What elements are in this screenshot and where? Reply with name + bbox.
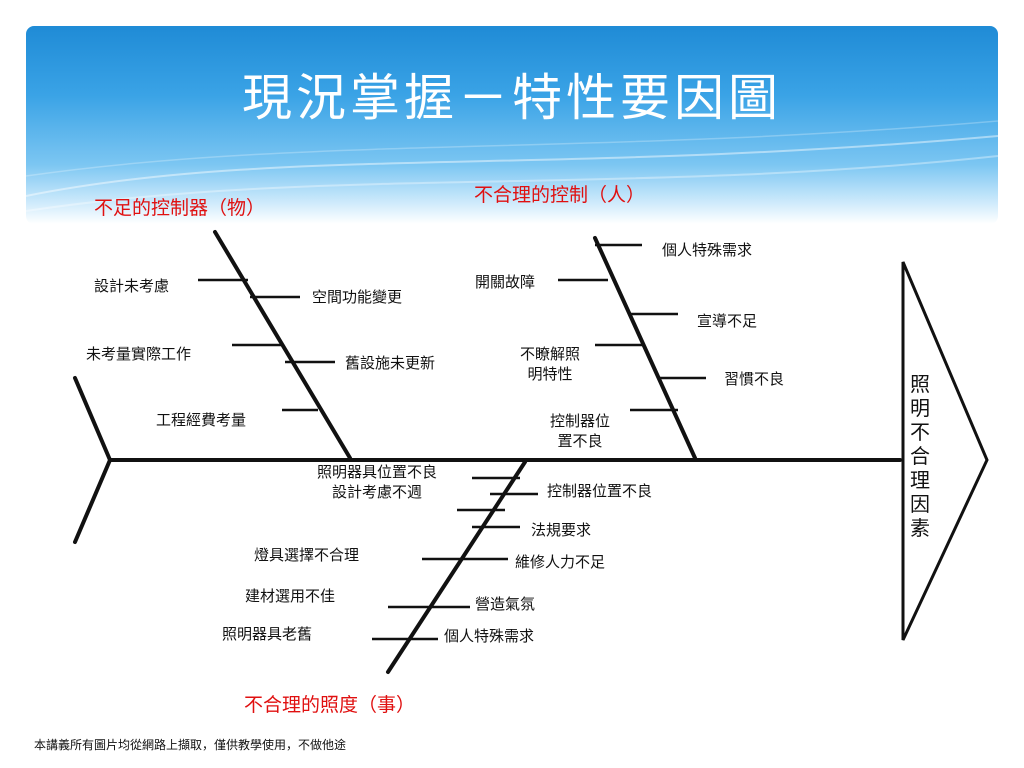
cause-label: 建材選用不佳: [245, 587, 336, 605]
category-people: 不合理的控制（人）: [474, 184, 646, 206]
cause-label-line: 照明器具位置不良: [316, 463, 437, 481]
tail-lower: [73, 458, 112, 544]
cause-label: 個人特殊需求: [662, 241, 753, 259]
cause-label: 控制器位置不良: [547, 482, 653, 500]
footer-disclaimer: 本講義所有圖片均從網路上擷取，僅供教學使用，不做他途: [34, 738, 347, 752]
effect-arrow: [901, 261, 989, 641]
cause-label-line: 置不良: [557, 432, 603, 450]
bone-top-left: [213, 230, 352, 460]
cause-label-multiline: 照明器具位置不良 設計考慮不週: [292, 462, 462, 502]
cause-label: 維修人力不足: [515, 553, 606, 571]
cause-label: 設計未考慮: [94, 277, 170, 295]
page-title: 現況掌握－特性要因圖: [242, 69, 782, 127]
cause-label: 宣導不足: [697, 312, 758, 330]
cause-label: 未考量實際工作: [86, 345, 192, 363]
bone-top-right: [593, 236, 697, 460]
cause-label-line: 設計考慮不週: [331, 483, 422, 501]
tail-upper: [73, 376, 112, 462]
cause-label-line: 不瞭解照: [519, 345, 580, 363]
cause-label: 空間功能變更: [312, 288, 403, 306]
cause-label: 燈具選擇不合理: [254, 546, 360, 564]
category-materials: 不足的控制器（物）: [94, 197, 266, 219]
bone-bottom: [386, 460, 527, 674]
cause-label-multiline: 控制器位 置不良: [530, 411, 630, 451]
effect-label: 照明不合理因素: [910, 372, 930, 540]
cause-label: 營造氣氛: [475, 595, 536, 613]
cause-label: 個人特殊需求: [444, 627, 535, 645]
cause-label-line: 控制器位: [549, 412, 610, 430]
cause-label: 法規要求: [531, 521, 592, 539]
cause-label-line: 明特性: [527, 365, 573, 383]
header-banner: [26, 26, 998, 224]
cause-label: 舊設施未更新: [345, 354, 436, 372]
header-wave-decoration: [26, 120, 998, 212]
cause-label: 工程經費考量: [156, 411, 247, 429]
cause-label: 習慣不良: [724, 370, 785, 388]
cause-label-multiline: 不瞭解照 明特性: [505, 344, 595, 384]
cause-label: 開關故障: [475, 273, 536, 291]
cause-label: 照明器具老舊: [222, 625, 313, 643]
category-events: 不合理的照度（事）: [244, 694, 416, 716]
